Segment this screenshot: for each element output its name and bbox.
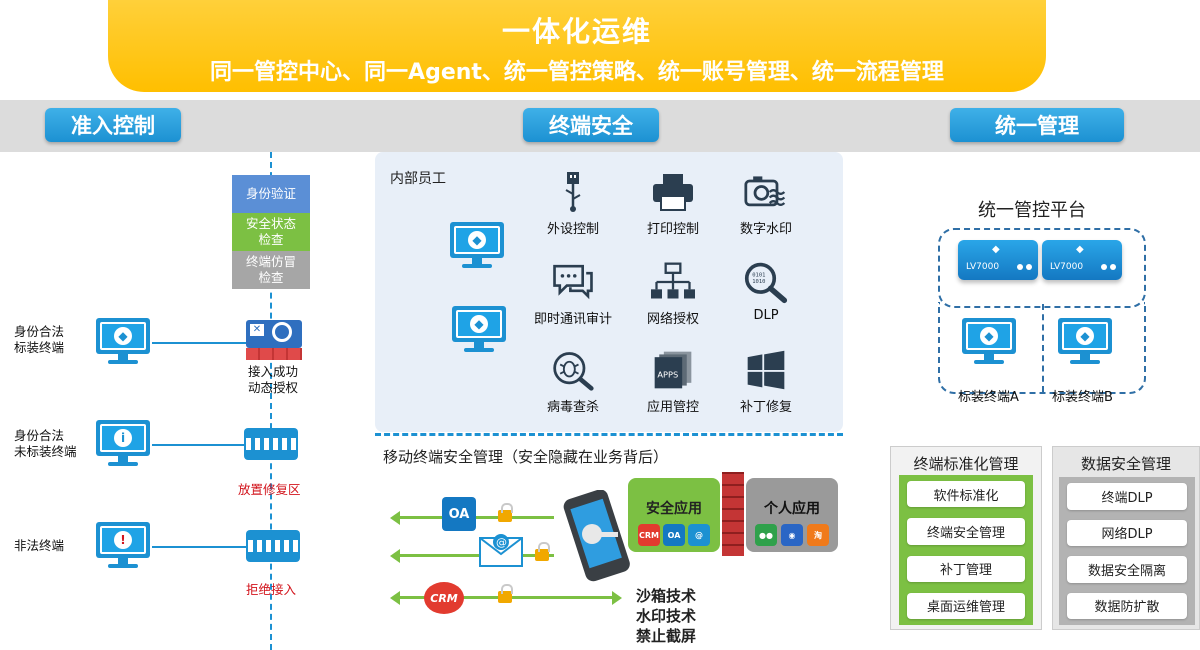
illegal-terminal-icon: ! xyxy=(96,522,150,570)
taobao-icon: 淘 xyxy=(807,524,829,546)
personal-apps-label: 个人应用 xyxy=(764,501,820,517)
row-label-legit-no-agent: 身份合法 未标装终端 xyxy=(14,428,77,459)
mobile-phone-icon xyxy=(562,489,634,582)
check-security-status: 安全状态 检查 xyxy=(232,213,310,251)
feature-network-auth: 网络授权 xyxy=(623,262,723,327)
secure-apps-label: 安全应用 xyxy=(646,501,702,517)
std-mgmt-panel: 终端标准化管理 软件标准化 终端安全管理 补丁管理 桌面运维管理 xyxy=(890,446,1042,630)
data-mgmt-title: 数据安全管理 xyxy=(1080,455,1171,473)
feature-peripheral-control: 外设控制 xyxy=(523,172,623,237)
std-item-software: 软件标准化 xyxy=(907,481,1025,508)
svg-text:APPS: APPS xyxy=(657,369,678,379)
feature-im-audit: 即时通讯审计 xyxy=(523,262,623,327)
lock-icon xyxy=(498,584,513,603)
techniques-list: 沙箱技术 水印技术 禁止截屏 xyxy=(636,587,697,645)
row-label-illegal: 非法终端 xyxy=(14,538,65,553)
chat-icon xyxy=(551,262,595,302)
std-item-terminal-security: 终端安全管理 xyxy=(907,518,1025,545)
terminal-a-label: 标装终端A xyxy=(958,390,1019,405)
wechat-icon: ●● xyxy=(755,524,777,546)
mail-app-icon: @ xyxy=(478,532,524,568)
std-mgmt-title: 终端标准化管理 xyxy=(913,455,1019,473)
data-item-terminal-dlp: 终端DLP xyxy=(1067,483,1187,510)
banner-title: 一体化运维 xyxy=(501,15,652,48)
server-appliance-b: LV7000 ◆ xyxy=(1042,240,1122,280)
repair-switch-icon xyxy=(244,428,298,460)
feature-patch-repair: 补丁修复 xyxy=(716,350,816,415)
terminal-group xyxy=(938,302,1146,394)
legit-terminal-icon: ◆ xyxy=(96,318,150,366)
svg-text:1010: 1010 xyxy=(752,279,765,285)
data-item-network-dlp: 网络DLP xyxy=(1067,519,1187,546)
secure-apps-container: 安全应用 CRM OA @ xyxy=(628,478,720,552)
connector-line xyxy=(152,444,244,446)
people-icon: ◉ xyxy=(781,524,803,546)
feature-print-control: 打印控制 xyxy=(623,172,723,237)
mobile-security-title: 移动终端安全管理（安全隐藏在业务背后） xyxy=(383,448,669,466)
svg-text:@: @ xyxy=(496,536,507,549)
firewall-check-icon: ✕ xyxy=(246,320,302,360)
terminal-divider xyxy=(1042,304,1044,392)
oa-app-icon: OA xyxy=(442,497,476,531)
section-access-control: 准入控制 xyxy=(45,108,181,142)
lock-icon xyxy=(498,503,513,522)
server-appliance-a: LV7000 ◆ xyxy=(958,240,1038,280)
std-item-patch: 补丁管理 xyxy=(907,555,1025,582)
data-mgmt-panel: 数据安全管理 终端DLP 网络DLP 数据安全隔离 数据防扩散 xyxy=(1052,446,1200,630)
terminal-a-icon: ◆ xyxy=(962,318,1016,366)
std-mgmt-list: 软件标准化 终端安全管理 补丁管理 桌面运维管理 xyxy=(899,475,1033,625)
camera-watermark-icon xyxy=(744,172,788,212)
arrow-to-mail xyxy=(390,549,554,563)
deny-switch-icon xyxy=(246,530,300,562)
crm-mini-icon: CRM xyxy=(638,524,660,546)
data-mgmt-list: 终端DLP 网络DLP 数据安全隔离 数据防扩散 xyxy=(1059,477,1195,625)
result-repair-zone: 放置修复区 xyxy=(238,482,301,497)
section-unified-management: 统一管理 xyxy=(950,108,1124,142)
network-tree-icon xyxy=(651,262,695,302)
group-label-internal: 内部员工 xyxy=(390,171,446,187)
employee-terminal-icon: ◆ xyxy=(450,222,504,270)
employee-terminal-icon: ◆ xyxy=(452,306,506,354)
section-terminal-security: 终端安全 xyxy=(523,108,659,142)
mail-mini-icon: @ xyxy=(688,524,710,546)
bug-icon xyxy=(551,350,595,391)
check-spoofing: 终端仿冒 检查 xyxy=(232,251,310,289)
firewall-wall-icon xyxy=(722,472,744,556)
windows-icon xyxy=(744,350,788,390)
feature-app-control: APPS 应用管控 xyxy=(623,350,723,415)
access-boundary-line xyxy=(270,152,272,650)
connector-line xyxy=(152,546,246,548)
data-item-anti-spread: 数据防扩散 xyxy=(1067,592,1187,619)
oa-mini-icon: OA xyxy=(663,524,685,546)
printer-icon xyxy=(651,172,695,212)
crm-app-icon: CRM xyxy=(424,582,464,614)
lock-icon xyxy=(535,542,550,561)
result-denied: 拒绝接入 xyxy=(246,582,297,597)
data-item-isolation: 数据安全隔离 xyxy=(1067,556,1187,583)
std-item-desktop-ops: 桌面运维管理 xyxy=(907,592,1025,619)
check-identity: 身份验证 xyxy=(232,175,310,213)
feature-digital-watermark: 数字水印 xyxy=(716,172,816,237)
banner-subtitle: 同一管控中心、同一Agent、统一管控策略、统一账号管理、统一流程管理 xyxy=(210,60,944,85)
result-authorized: 接入成功 动态授权 xyxy=(248,364,299,395)
mobile-divider xyxy=(375,433,843,436)
svg-text:0101: 0101 xyxy=(752,273,765,279)
header-banner: 一体化运维 同一管控中心、同一Agent、统一管控策略、统一账号管理、统一流程管… xyxy=(108,0,1046,92)
connector-line xyxy=(152,342,250,344)
feature-antivirus: 病毒查杀 xyxy=(523,350,623,415)
personal-apps-container: 个人应用 ●● ◉ 淘 xyxy=(746,478,838,552)
terminal-b-icon: ◆ xyxy=(1058,318,1112,366)
terminal-b-label: 标装终端B xyxy=(1052,390,1113,405)
platform-title: 统一管控平台 xyxy=(978,200,1086,221)
unmanaged-terminal-icon: i xyxy=(96,420,150,468)
apps-icon: APPS xyxy=(651,350,695,390)
usb-icon xyxy=(551,172,595,212)
row-label-legit-agent: 身份合法 标装终端 xyxy=(14,324,65,355)
